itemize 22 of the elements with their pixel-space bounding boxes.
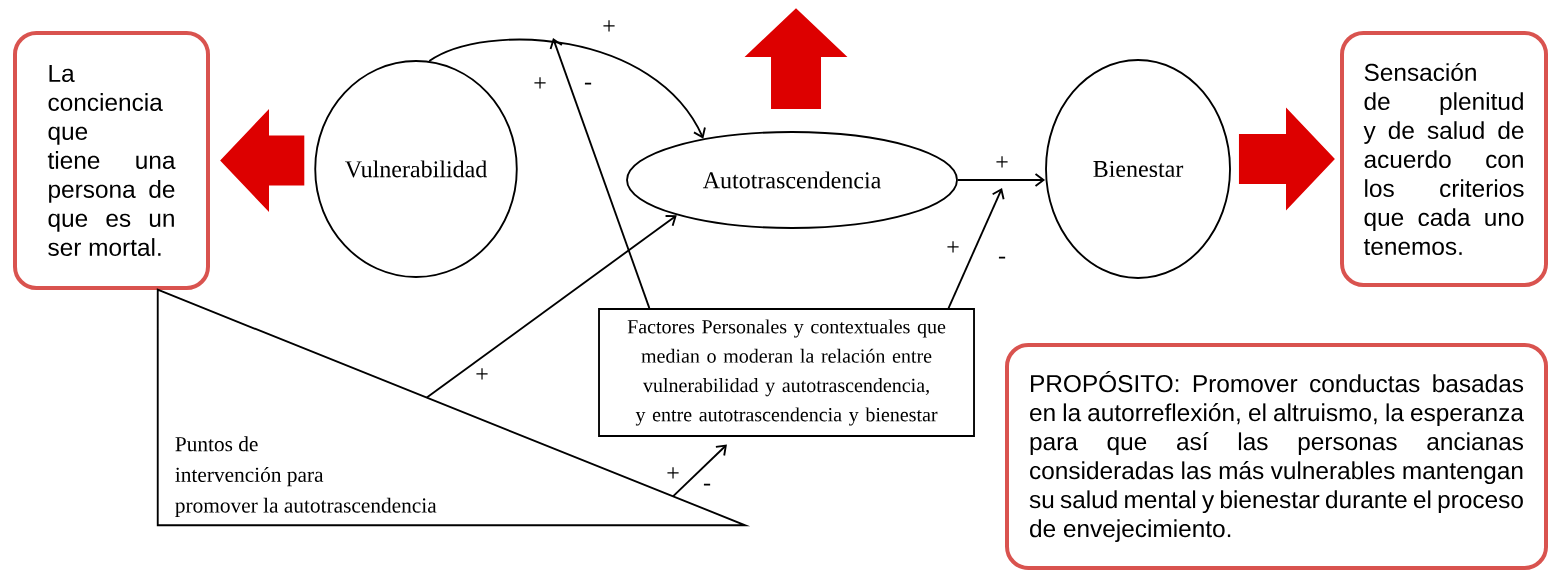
sign-label: + (534, 77, 546, 89)
edge-label: + (993, 154, 1011, 172)
rounded-text-box: PROPÓSITO: Promover conductas basadas en la autorreflexión, el altruismo, la esperanza para que así las personas ancianas consideradas las más vulnerables mantengan su salud mental y bienestar durante el proceso de envejecimiento. (1005, 343, 1548, 570)
sign-label: - (703, 483, 711, 486)
sign-label: - (998, 256, 1006, 259)
edge-label: + (600, 18, 618, 36)
ellipse-node: Vulnerabilidad (314, 60, 518, 278)
rounded-text-box: La conciencia que tiene una persona de que es un ser mortal. (13, 31, 210, 290)
sign-label: - (584, 82, 592, 85)
arrow (957, 173, 1046, 187)
arrow (947, 188, 1005, 309)
rectangle-box: Factores Personales y contextuales que median o moderan la relación entre vulnerabilidad y autotrascendencia, y entre autotrascendencia y bienestar (598, 308, 975, 437)
sign-label: + (667, 467, 679, 479)
ellipse-node: Bienestar (1045, 59, 1231, 279)
arrow (549, 38, 651, 309)
rounded-text-box: Sensación de plenitud y de salud de acuerdo con los criterios que cada uno tenemos. (1340, 31, 1548, 287)
edge-label: + (473, 366, 491, 384)
arrow (425, 215, 677, 399)
arrow (672, 444, 727, 498)
sign-label: + (947, 241, 959, 253)
curved-arrow (428, 38, 706, 139)
ellipse-node: Autotrascendencia (626, 131, 958, 229)
